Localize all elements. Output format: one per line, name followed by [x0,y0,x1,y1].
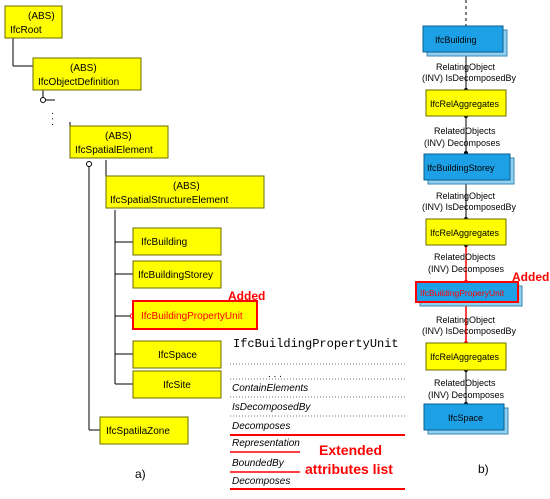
rel1-line2: (INV) IsDecomposedBy [422,73,517,83]
rel1-line1: RelatingObject [436,62,496,72]
panel-a-connectors [12,38,136,431]
ifcbuildingstorey-node-b: IfcBuildingStorey [423,153,515,185]
agg3-label: IfcRelAggregates [430,352,500,362]
tree-ellipsis-dots: . . . [49,112,60,126]
ifcspatialelement-abs: (ABS) [105,131,132,142]
caption-a: a) [135,467,146,481]
rel6-line1: RelatedObjects [434,378,496,388]
ifcroot-node: (ABS) IfcRoot [4,5,63,39]
rel3-line2: (INV) IsDecomposedBy [422,202,517,212]
attributes-ellipsis: . . . [268,369,282,380]
ifcrelaggregates-node-2: IfcRelAggregates [425,218,507,246]
ifcbuildingpropertyunit-node-b: IfcBuildingProperyUnit Added [415,270,549,307]
attribute-isdecomposedby: IsDecomposedBy [232,402,311,413]
ext-attribute-boundedby: BoundedBy [232,458,285,469]
ifcbuildingstorey-label-b: IfcBuildingStorey [427,163,495,173]
ifcbuildingstorey-label-a: IfcBuildingStorey [138,270,213,281]
ifcspace-label-b: IfcSpace [448,413,483,423]
ifcspatialelement-node: (ABS) IfcSpatialElement [69,125,169,159]
ifcspatilazone-node: IfcSpatilaZone [99,416,189,445]
ifcspace-node-a: IfcSpace [132,340,222,369]
agg1-label: IfcRelAggregates [430,99,500,109]
ifcbuilding-label-a: IfcBuilding [141,237,187,248]
ifcobjectdefinition-abs: (ABS) [70,63,97,74]
rel6-line2: (INV) Decomposes [428,390,505,400]
rel4-line1: RelatedObjects [434,252,496,262]
extended-label-line1: Extended [319,442,382,458]
attributes-title: IfcBuildingPropertyUnit [233,337,399,351]
rel5-line1: RelatingObject [436,315,496,325]
ifcbuildingpropertyunit-label-a: IfcBuildingPropertyUnit [141,311,243,322]
rel5-line2: (INV) IsDecomposedBy [422,326,517,336]
agg2-label: IfcRelAggregates [430,228,500,238]
ifcspatialstructureelement-name: IfcSpatialStructureElement [110,195,229,206]
rel4-line2: (INV) Decomposes [428,264,505,274]
ifcroot-abs: (ABS) [28,11,55,22]
ifcbuilding-node-a: IfcBuilding [132,227,222,256]
ifcspatialelement-name: IfcSpatialElement [75,145,153,156]
ifcrelaggregates-node-1: IfcRelAggregates [425,89,507,117]
ifcspatialstructureelement-abs: (ABS) [173,181,200,192]
ext-attribute-decomposes: Decomposes [232,476,290,487]
ifcspace-label-a: IfcSpace [158,350,197,361]
attribute-containelements: ContainElements [232,383,308,394]
ifcobjectdefinition-name: IfcObjectDefinition [38,77,119,88]
extended-attributes-list: Representation BoundedBy Decomposes Exte… [230,438,405,490]
ifcsite-node-a: IfcSite [132,370,222,399]
ifcspatilazone-label: IfcSpatilaZone [106,426,170,437]
attributes-list: IfcBuildingPropertyUnit . . . ContainEle… [230,337,405,436]
added-label-a: Added [228,289,265,303]
ext-attribute-representation: Representation [232,438,300,449]
ifcrelaggregates-node-3: IfcRelAggregates [425,342,507,371]
rel2-line1: RelatedObjects [434,126,496,136]
ifcobjectdefinition-node: (ABS) IfcObjectDefinition [32,57,142,91]
ifcbuildingstorey-node-a: IfcBuildingStorey [132,260,222,289]
attribute-decomposes: Decomposes [232,421,290,432]
ifcbuildingpropertyunit-node-a: IfcBuildingPropertyUnit Added [132,289,265,330]
caption-b: b) [478,462,489,476]
ifcroot-name: IfcRoot [10,25,42,36]
ifcspace-node-b: IfcSpace [423,403,509,435]
added-label-b: Added [512,270,549,284]
ifcsite-label-a: IfcSite [163,380,191,391]
rel2-line2: (INV) Decomposes [424,138,501,148]
ifcspatialstructureelement-node: (ABS) IfcSpatialStructureElement [105,175,265,209]
extended-label-line2: attributes list [305,461,393,477]
rel3-line1: RelatingObject [436,191,496,201]
ifcbuilding-node-b: IfcBuilding [422,25,508,57]
ifcbuildingpropertyunit-label-b: IfcBuildingProperyUnit [420,288,505,298]
ifcbuilding-label-b: IfcBuilding [435,35,477,45]
